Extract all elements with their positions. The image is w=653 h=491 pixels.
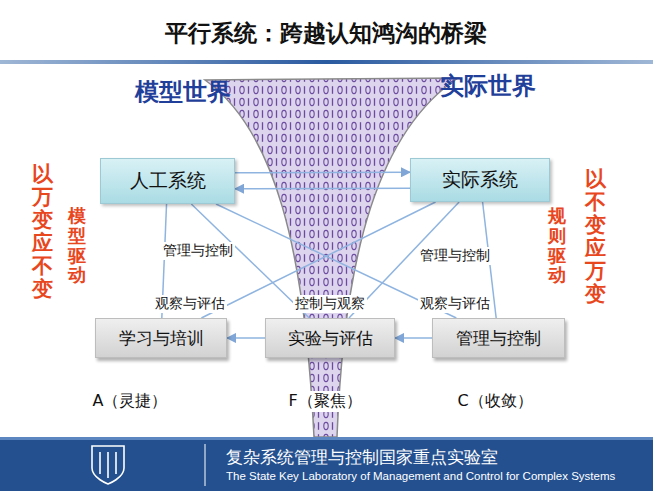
footer-divider — [205, 444, 206, 486]
lab-logo — [92, 446, 124, 484]
connector — [235, 171, 410, 173]
world-label: 实际世界 — [440, 70, 536, 102]
footer-rule — [0, 437, 653, 440]
link-label: 管理与控制 — [161, 242, 235, 260]
process-box: 学习与培训 — [95, 318, 227, 358]
world-label: 模型世界 — [135, 76, 231, 108]
link-label: 管理与控制 — [418, 247, 492, 265]
box-text: 人工系统 — [130, 168, 206, 194]
footer-text: 复杂系统管理与控制国家重点实验室 — [226, 446, 498, 469]
box-text: 实际系统 — [442, 167, 518, 193]
side-slogan: 规则驱动 — [548, 206, 566, 285]
system-box: 人工系统 — [100, 158, 235, 204]
mode-label: F（聚焦） — [286, 391, 363, 412]
box-text: 学习与培训 — [119, 327, 204, 350]
link-label: 观察与评估 — [418, 295, 492, 313]
footer-band — [0, 437, 653, 491]
box-text: 管理与控制 — [456, 327, 541, 350]
link-label: 控制与观察 — [293, 295, 367, 313]
link-label: 观察与评估 — [153, 295, 227, 313]
slide-title: 平行系统：跨越认知鸿沟的桥梁 — [165, 18, 487, 49]
process-box: 管理与控制 — [432, 318, 565, 358]
footer-text: The State Key Laboratory of Management a… — [226, 470, 615, 482]
system-box: 实际系统 — [410, 158, 550, 202]
mode-label: A（灵捷） — [93, 391, 168, 412]
side-slogan: 模型驱动 — [68, 206, 86, 285]
header-rule — [0, 60, 653, 64]
side-slogan: 以不变应万变 — [585, 168, 606, 307]
connector — [227, 337, 265, 339]
connector — [235, 187, 410, 189]
process-box: 实验与评估 — [265, 318, 395, 358]
connector — [201, 202, 435, 318]
mode-label: C（收敛） — [457, 391, 532, 412]
side-slogan: 以万变应不变 — [32, 163, 53, 302]
box-text: 实验与评估 — [288, 327, 373, 350]
connector — [395, 337, 432, 339]
